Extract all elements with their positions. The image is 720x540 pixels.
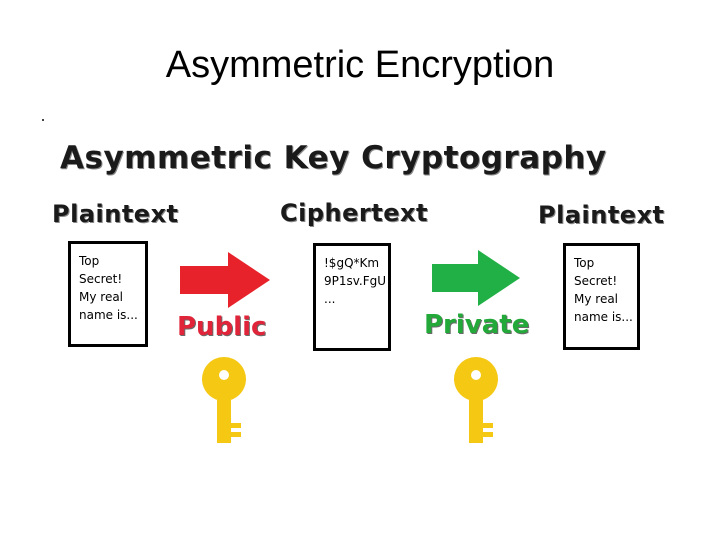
document-line: name is... <box>79 308 138 322</box>
document-line: name is... <box>574 310 633 324</box>
document-line: Top <box>79 254 100 268</box>
plaintext-document-right: Top Secret! My real name is... <box>563 243 640 350</box>
document-line: My real <box>79 290 124 304</box>
plaintext-label-right: Plaintext <box>538 201 665 229</box>
document-line: Secret! <box>574 274 618 288</box>
private-arrow-icon <box>432 250 520 306</box>
ciphertext-label: Ciphertext <box>280 199 428 227</box>
plaintext-label-left: Plaintext <box>52 200 179 228</box>
document-line: 9P1sv.FgU <box>324 274 387 288</box>
public-arrow-icon <box>180 252 270 308</box>
ciphertext-document: !$gQ*Km 9P1sv.FgU ... <box>313 243 391 351</box>
private-key-icon <box>454 357 498 443</box>
document-line: My real <box>574 292 619 306</box>
private-key-label: Private <box>424 310 530 340</box>
slide-title: Asymmetric Encryption <box>165 44 555 86</box>
public-key-label: Public <box>177 312 267 342</box>
bullet-dot <box>42 119 44 121</box>
diagram-heading: Asymmetric Key Cryptography <box>60 140 607 176</box>
document-line: Secret! <box>79 272 123 286</box>
plaintext-document-left: Top Secret! My real name is... <box>68 241 148 347</box>
document-line: !$gQ*Km <box>324 256 380 270</box>
document-line: ... <box>324 292 336 306</box>
document-line: Top <box>574 256 595 270</box>
public-key-icon <box>202 357 246 443</box>
